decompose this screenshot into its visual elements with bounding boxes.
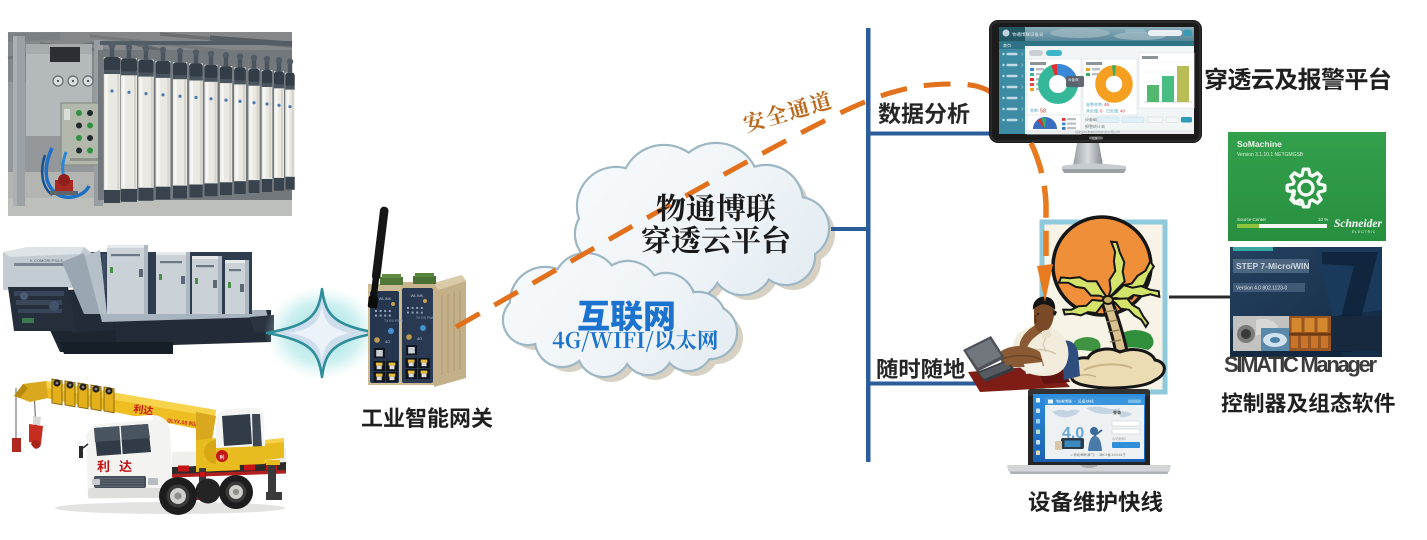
- svg-text:6: 6: [1100, 109, 1103, 114]
- svg-text:WLINK: WLINK: [379, 296, 392, 301]
- svg-text:Version 3.1.10.1 NETGMGSB: Version 3.1.10.1 NETGMGSB: [1237, 152, 1304, 158]
- svg-text:TX RX PWR: TX RX PWR: [416, 316, 435, 320]
- svg-text:K-COMORI PS4-E: K-COMORI PS4-E: [30, 258, 63, 263]
- svg-text:46: 46: [1104, 102, 1110, 107]
- svg-text:Source Center: Source Center: [1237, 217, 1267, 222]
- svg-text:4G: 4G: [417, 336, 422, 341]
- svg-text:ELECTRIC: ELECTRIC: [1352, 230, 1376, 234]
- svg-text:Version 4.0 802.1123-0: Version 4.0 802.1123-0: [1236, 286, 1288, 292]
- svg-text:4G: 4G: [385, 339, 390, 344]
- svg-text:WLINK: WLINK: [411, 293, 424, 298]
- svg-text:LG: LG: [1093, 136, 1098, 140]
- svg-text:STEP 7-Micro/WIN: STEP 7-Micro/WIN: [1236, 261, 1310, 271]
- svg-text:TX RX PWR: TX RX PWR: [384, 319, 403, 323]
- svg-text:10 %: 10 %: [1318, 217, 1328, 222]
- svg-text:Schneider: Schneider: [1334, 218, 1382, 230]
- svg-text:40: 40: [1120, 109, 1126, 114]
- svg-text:58: 58: [1040, 109, 1046, 115]
- svg-text:SIMATIC Manager: SIMATIC Manager: [1224, 352, 1377, 377]
- svg-text:4.0: 4.0: [1062, 425, 1084, 442]
- svg-text:SoMachine: SoMachine: [1237, 139, 1282, 149]
